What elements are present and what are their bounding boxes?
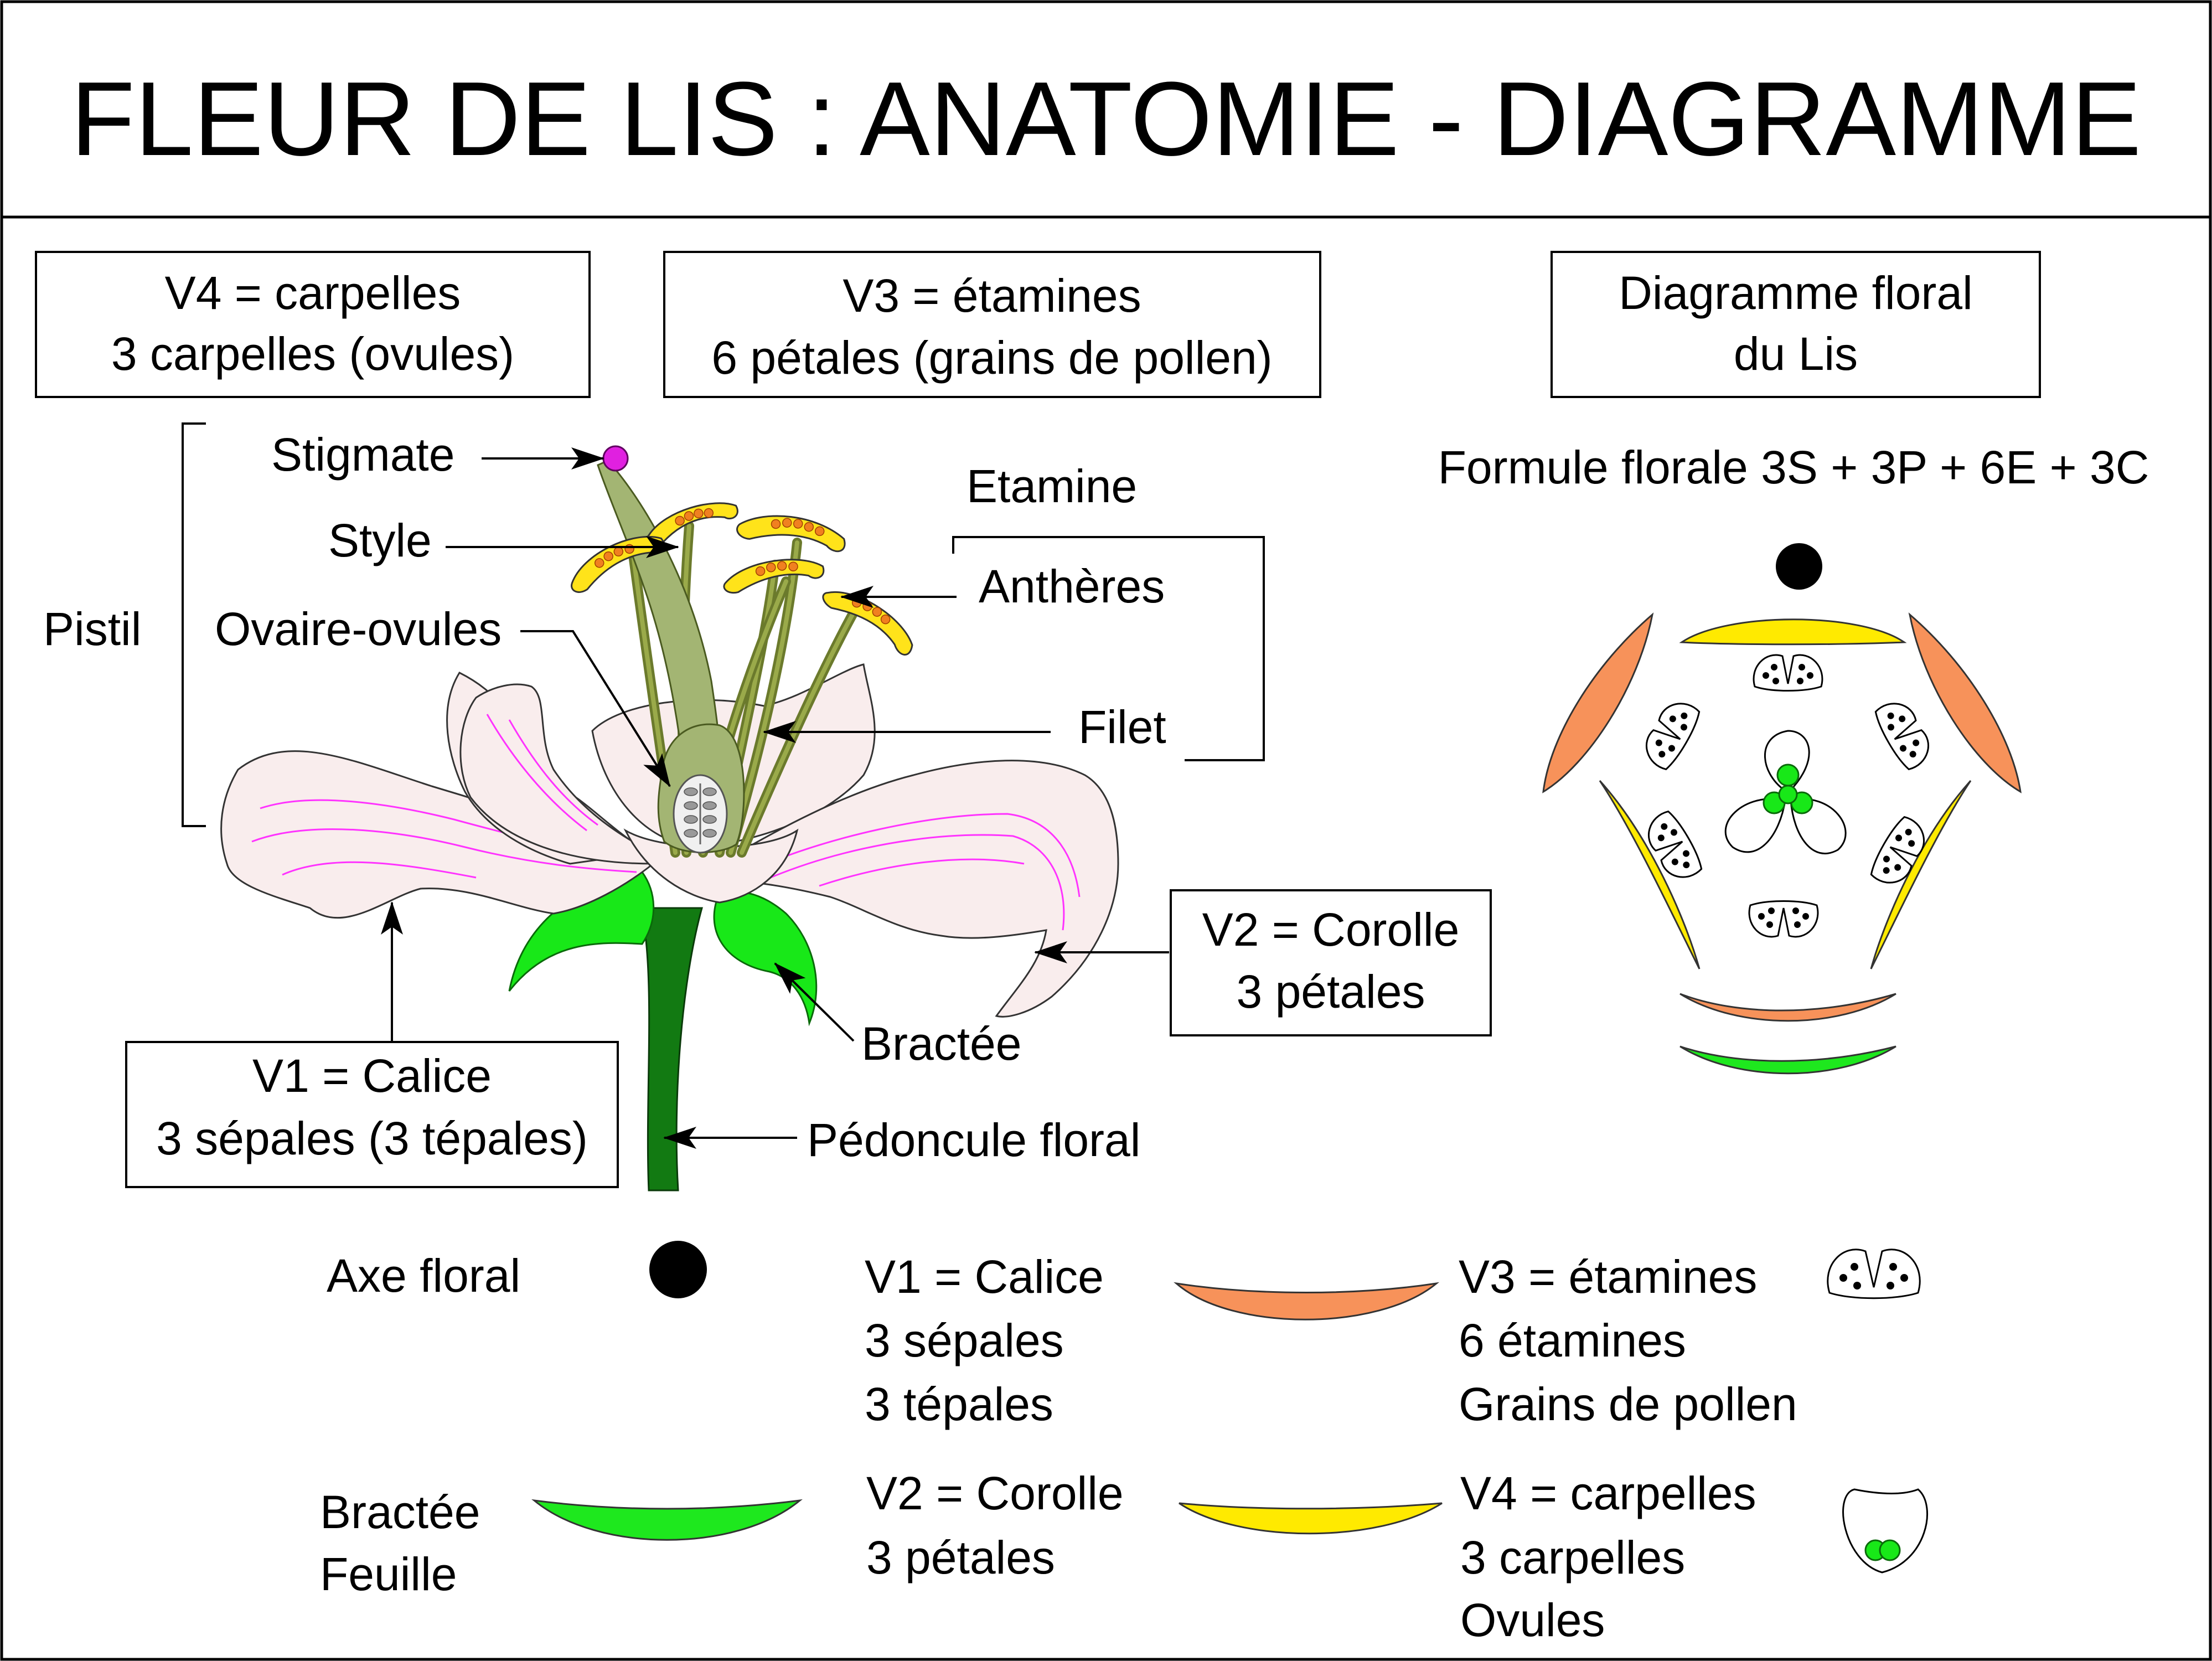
- bracket-etamine: [952, 536, 1265, 761]
- stigma: [602, 445, 629, 472]
- petal-left: [1599, 780, 1701, 969]
- legend: Axe floral V1 = Calice 3 sépales 3 tépal…: [320, 1241, 1929, 1646]
- flower-annotations: Stigmate Style Ovaire-ovules Pistil Etam…: [43, 422, 1265, 1166]
- stamen-bottom: [1748, 900, 1819, 938]
- box-v4-line1: V4 = carpelles: [165, 267, 461, 319]
- legend-v3-line2: 6 étamines: [1459, 1314, 1686, 1366]
- box-v1: V1 = Calice 3 sépales (3 tépales): [125, 1041, 619, 1188]
- legend-v4-line1: V4 = carpelles: [1460, 1467, 1756, 1519]
- box-v3-line2: 6 pétales (grains de pollen): [711, 332, 1272, 384]
- stamen-lower-right: [1870, 816, 1925, 884]
- label-ovaire: Ovaire-ovules: [215, 603, 502, 655]
- legend-carpel-icon: [1842, 1488, 1929, 1574]
- box-v4: V4 = carpelles 3 carpelles (ovules): [35, 251, 591, 398]
- petal-right-diagram: [1870, 780, 1972, 969]
- legend-v1-line2: 3 sépales: [865, 1314, 1064, 1366]
- sepal-left: [220, 750, 655, 919]
- box-v1-line1: V1 = Calice: [252, 1050, 492, 1102]
- vein-right-1: [752, 813, 1081, 897]
- vein-upper-left: [486, 714, 587, 832]
- stamen-upper-right: [1874, 703, 1930, 771]
- legend-stamen-icon: [1827, 1249, 1921, 1299]
- stamen-top: [1753, 654, 1823, 692]
- legend-v2-line1: V2 = Corolle: [866, 1467, 1124, 1519]
- bract-right: [713, 890, 818, 1026]
- legend-sepal-swatch: [1174, 1282, 1440, 1320]
- legend-v1-line1: V1 = Calice: [865, 1251, 1104, 1303]
- box-diagram: Diagramme floral du Lis: [1551, 251, 2041, 398]
- legend-axe-dot: [649, 1241, 707, 1298]
- legend-v4-line2: 3 carpelles: [1460, 1531, 1685, 1583]
- vein-left-2: [251, 828, 637, 873]
- vein-right-2: [763, 834, 1065, 931]
- sepal-bottom: [1679, 993, 1896, 1022]
- stamen-lower-left: [1647, 810, 1703, 878]
- label-pedoncule: Pédoncule floral: [807, 1114, 1140, 1166]
- legend-bractee-line2: Feuille: [320, 1548, 457, 1600]
- label-stigmate: Stigmate: [271, 429, 455, 481]
- legend-bract-swatch: [531, 1499, 803, 1541]
- box-v3-line1: V3 = étamines: [843, 270, 1141, 322]
- legend-v2-line2: 3 pétales: [866, 1531, 1055, 1583]
- sepal-top-right: [1908, 612, 2022, 793]
- legend-v3-line1: V3 = étamines: [1459, 1251, 1757, 1303]
- sepal-top-left: [1542, 612, 1654, 793]
- gynoecium: [1724, 730, 1847, 854]
- petal-right: [719, 760, 1119, 1018]
- floral-axis-dot: [1776, 543, 1822, 590]
- petal-upper-left-front: [459, 683, 654, 865]
- label-filet: Filet: [1078, 701, 1166, 753]
- legend-v1-line3: 3 tépales: [865, 1378, 1053, 1430]
- stamen-upper-left: [1645, 703, 1701, 771]
- petal-top: [1679, 618, 1907, 646]
- box-v2: V2 = Corolle 3 pétales: [1170, 889, 1492, 1036]
- legend-axe-label: Axe floral: [327, 1250, 520, 1302]
- label-bractee: Bractée: [861, 1018, 1022, 1070]
- box-diagram-line1: Diagramme floral: [1619, 267, 1973, 319]
- legend-bractee-line1: Bractée: [320, 1486, 480, 1538]
- vein-left-3: [282, 861, 477, 879]
- ovules: [684, 783, 717, 844]
- lily-flower-illustration: [220, 445, 1119, 1191]
- bract-diagram: [1679, 1045, 1896, 1075]
- label-pistil: Pistil: [43, 603, 141, 655]
- box-v3: V3 = étamines 6 pétales (grains de polle…: [663, 251, 1321, 398]
- arrow-bractee: [774, 962, 855, 1042]
- box-v2-line1: V2 = Corolle: [1202, 904, 1460, 956]
- peduncle-stem: [640, 907, 703, 1191]
- legend-v4-line3: Ovules: [1460, 1594, 1605, 1646]
- arrow-ovaire: [520, 630, 671, 787]
- box-v1-line2: 3 sépales (3 tépales): [156, 1112, 588, 1164]
- anthers: [571, 502, 913, 656]
- label-antheres: Anthères: [979, 560, 1165, 612]
- label-etamine: Etamine: [967, 460, 1137, 512]
- box-diagram-line2: du Lis: [1734, 328, 1858, 380]
- box-v2-line2: 3 pétales: [1237, 966, 1425, 1018]
- vein-upper-left-2: [508, 719, 598, 826]
- page-title: FLEUR DE LIS : ANATOMIE - DIAGRAMME: [71, 60, 2142, 178]
- box-v4-line2: 3 carpelles (ovules): [111, 328, 514, 380]
- legend-petal-swatch: [1179, 1502, 1443, 1535]
- legend-v3-line3: Grains de pollen: [1459, 1378, 1797, 1430]
- bracket-pistil: [182, 422, 206, 827]
- label-style: Style: [328, 514, 432, 566]
- vein-right-3: [819, 858, 1025, 887]
- floral-formula: Formule florale 3S + 3P + 6E + 3C: [1438, 441, 2149, 493]
- floral-diagram: [1542, 543, 2022, 1075]
